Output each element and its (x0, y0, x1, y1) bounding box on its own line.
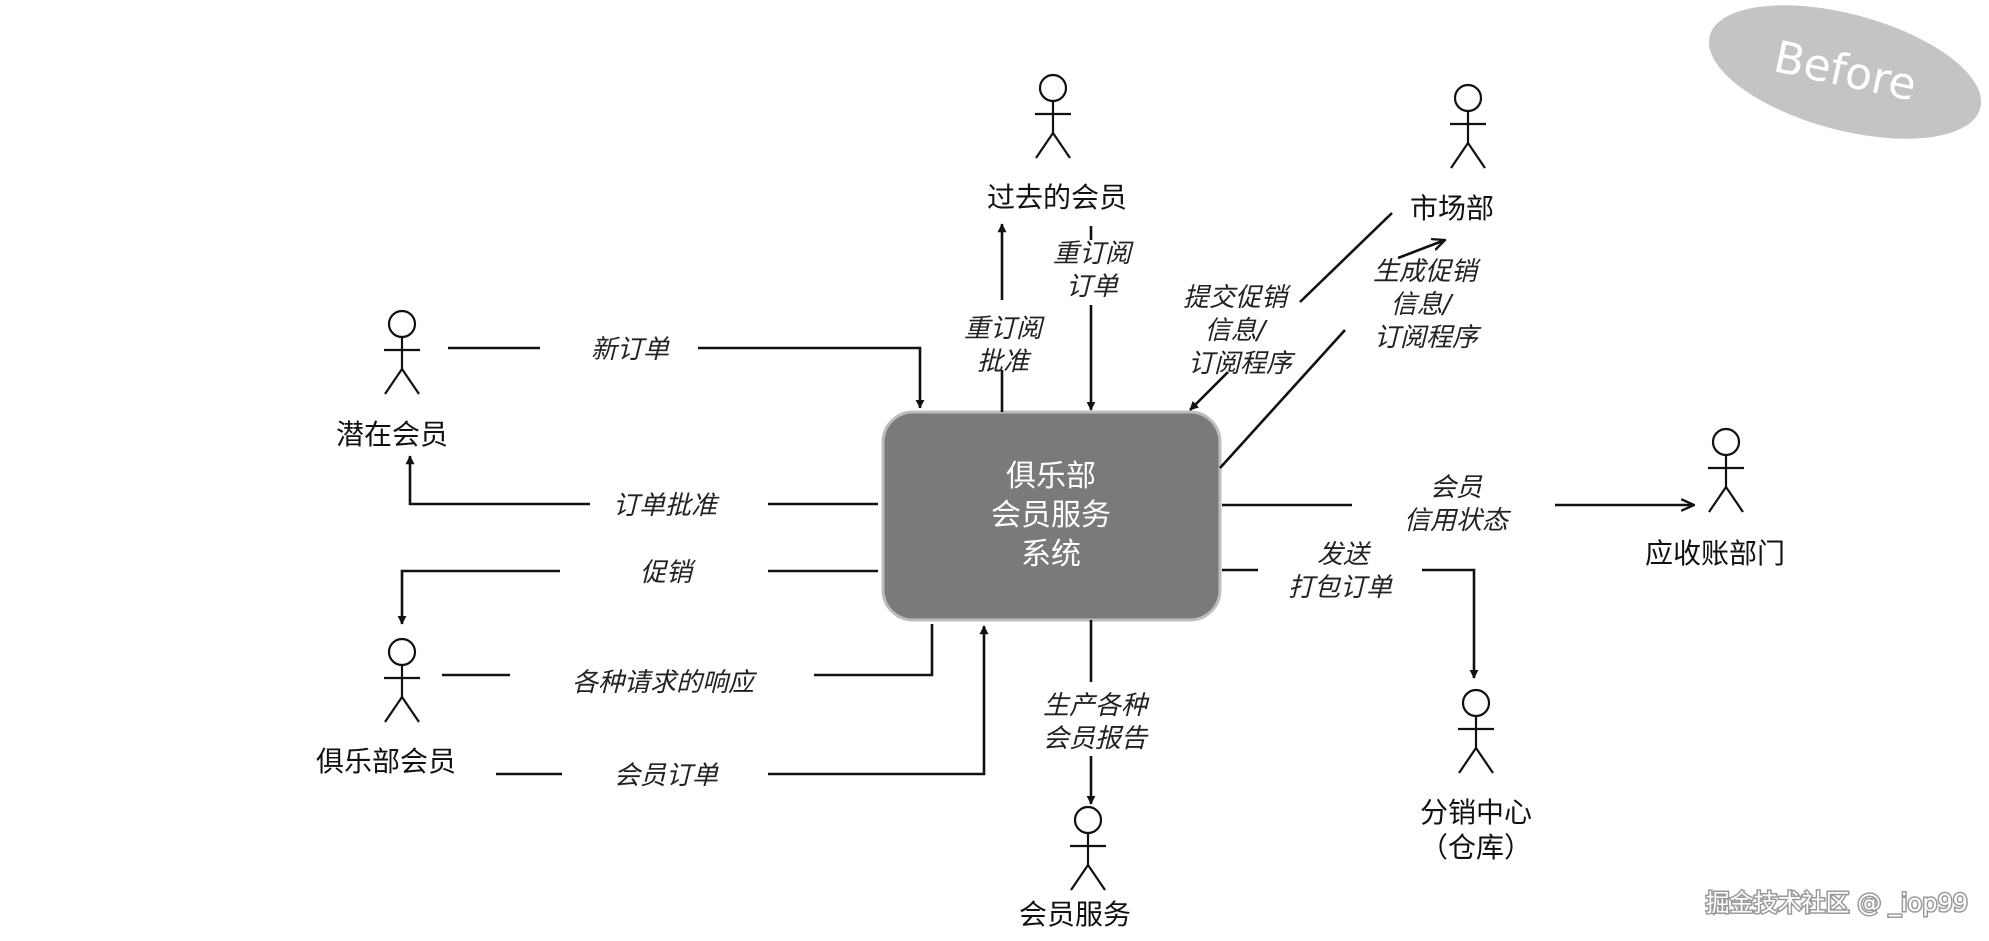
actor-label-line-1: 分销中心 (1420, 796, 1532, 829)
actor-marketing: 市场部 (1410, 83, 1494, 225)
stick-figure-icon (1035, 73, 1071, 159)
actor-distribution-center: 分销中心 （仓库） (1420, 688, 1532, 864)
actor-potential-member: 潜在会员 (336, 309, 448, 451)
flow-label-line-2: 会员报告 (1043, 724, 1149, 754)
actor-label: 应收账部门 (1645, 537, 1785, 570)
system-line-1: 俱乐部 (1006, 459, 1096, 494)
actor-label: 市场部 (1410, 192, 1494, 225)
flow-label-line-2: 信用状态 (1404, 506, 1512, 536)
stick-figure-icon (384, 309, 420, 395)
flow-order-approval: 订单批准 (405, 455, 878, 521)
system-line-3: 系统 (1021, 537, 1081, 572)
flow-label-line-1: 生成促销 (1373, 257, 1481, 287)
actor-label: 会员服务 (1019, 898, 1131, 931)
flow-reports: 生产各种 会员报告 (1043, 620, 1150, 805)
flow-generate-promo: 生成促销 信息/ 订阅程序 (1219, 240, 1482, 469)
stick-figure-icon (384, 637, 420, 723)
flow-label-line-2: 打包订单 (1288, 573, 1393, 603)
flow-label-line-1: 重订阅 (964, 314, 1045, 344)
flow-renewal-order: 重订阅 订单 (1053, 226, 1134, 411)
actor-label-line-2: （仓库） (1420, 831, 1532, 864)
flow-label-line-2: 订单 (1066, 272, 1119, 302)
flow-label-line-2: 信息/ (1391, 290, 1455, 320)
flow-label: 各种请求的响应 (572, 668, 758, 698)
actor-label: 潜在会员 (336, 418, 448, 451)
watermark: 掘金技术社区 @ _iop99 (1706, 889, 1968, 917)
flow-label-line-1: 提交促销 (1183, 283, 1291, 313)
flow-promotion: 促销 (397, 558, 878, 625)
stick-figure-icon (1070, 805, 1106, 891)
flow-label-line-2: 信息/ (1205, 316, 1269, 346)
stick-figure-icon (1708, 427, 1744, 513)
flow-label-line-3: 订阅程序 (1374, 323, 1482, 353)
actor-member-services: 会员服务 (1019, 805, 1131, 931)
flow-ship-package: 发送 打包订单 (1222, 540, 1479, 679)
flow-label-line-1: 发送 (1317, 540, 1372, 570)
before-badge: Before (1708, 5, 1982, 139)
flow-label: 新订单 (591, 335, 670, 365)
flow-label: 促销 (640, 558, 696, 588)
flow-label-line-1: 生产各种 (1043, 691, 1150, 721)
flow-label-line-1: 重订阅 (1053, 239, 1134, 269)
flow-request-response: 各种请求的响应 (442, 624, 934, 698)
flow-label-line-3: 订阅程序 (1188, 349, 1296, 379)
flow-submit-promo: 提交促销 信息/ 订阅程序 (1183, 212, 1393, 411)
actor-receivables: 应收账部门 (1645, 427, 1785, 570)
actor-past-member: 过去的会员 (987, 73, 1127, 214)
flow-member-order: 会员订单 (496, 625, 989, 791)
flow-renewal-approval: 重订阅 批准 (964, 223, 1045, 412)
system-line-2: 会员服务 (991, 498, 1111, 533)
actor-label: 俱乐部会员 (316, 745, 456, 778)
flow-label: 会员订单 (614, 761, 719, 791)
actor-club-member: 俱乐部会员 (316, 637, 456, 778)
actor-label: 过去的会员 (987, 181, 1127, 214)
stick-figure-icon (1450, 83, 1486, 169)
flow-label-line-1: 会员 (1430, 473, 1483, 503)
flow-new-order: 新订单 (448, 335, 925, 409)
stick-figure-icon (1458, 688, 1494, 774)
flow-label-line-2: 批准 (977, 347, 1032, 377)
flow-credit-status: 会员 信用状态 (1222, 473, 1694, 536)
system-box: 俱乐部 会员服务 系统 (881, 410, 1222, 622)
flow-label: 订单批准 (613, 491, 720, 521)
